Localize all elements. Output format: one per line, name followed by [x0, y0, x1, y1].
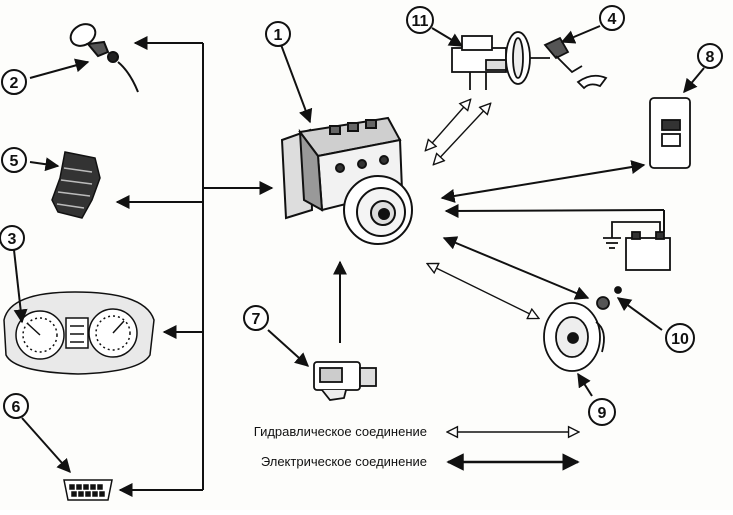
callout-6: 6 [3, 393, 29, 419]
svg-text:10: 10 [671, 331, 689, 348]
instrument-cluster-3-icon [3, 249, 155, 375]
svg-text:2: 2 [10, 75, 19, 92]
svg-text:9: 9 [598, 405, 607, 422]
pedal-switch-4-icon [543, 25, 608, 90]
svg-text:11: 11 [412, 13, 429, 30]
callout-11: 11 [406, 6, 434, 34]
brake-disc-9-icon [543, 302, 605, 397]
callout-8: 8 [697, 43, 723, 69]
callout-3: 3 [0, 225, 25, 251]
svg-text:6: 6 [12, 399, 21, 416]
legend-hydraulic-label: Гидравлическое соединение [254, 424, 427, 439]
callout-10: 10 [665, 323, 695, 353]
svg-text:7: 7 [252, 311, 261, 328]
svg-text:3: 3 [8, 231, 17, 248]
battery-icon [603, 221, 671, 271]
callout-1: 1 [265, 21, 291, 47]
callout-4: 4 [599, 5, 625, 31]
svg-text:4: 4 [608, 11, 617, 28]
callout-7: 7 [243, 305, 269, 331]
switch-panel-8-icon [649, 67, 705, 169]
switch-5-icon [29, 151, 101, 219]
sensor-2-icon [29, 23, 139, 93]
svg-text:5: 5 [10, 153, 19, 170]
callout-5: 5 [1, 147, 27, 173]
callout-9: 9 [588, 398, 616, 426]
diagnostic-connector-6-icon [21, 417, 113, 501]
legend: Гидравлическое соединение Электрическое … [254, 424, 578, 471]
left-electrical-bus [115, 36, 274, 497]
svg-text:8: 8 [706, 49, 715, 66]
hydraulic-links [426, 100, 538, 318]
sensor-module-7-icon [267, 329, 377, 401]
callout-2: 2 [1, 69, 27, 95]
master-cylinder-11-icon [431, 27, 550, 90]
legend-electric-label: Электрическое соединение [261, 454, 427, 469]
svg-text:1: 1 [274, 27, 283, 44]
wheel-sensor-10-icon [596, 286, 663, 331]
abs-unit-1-icon [279, 41, 413, 245]
